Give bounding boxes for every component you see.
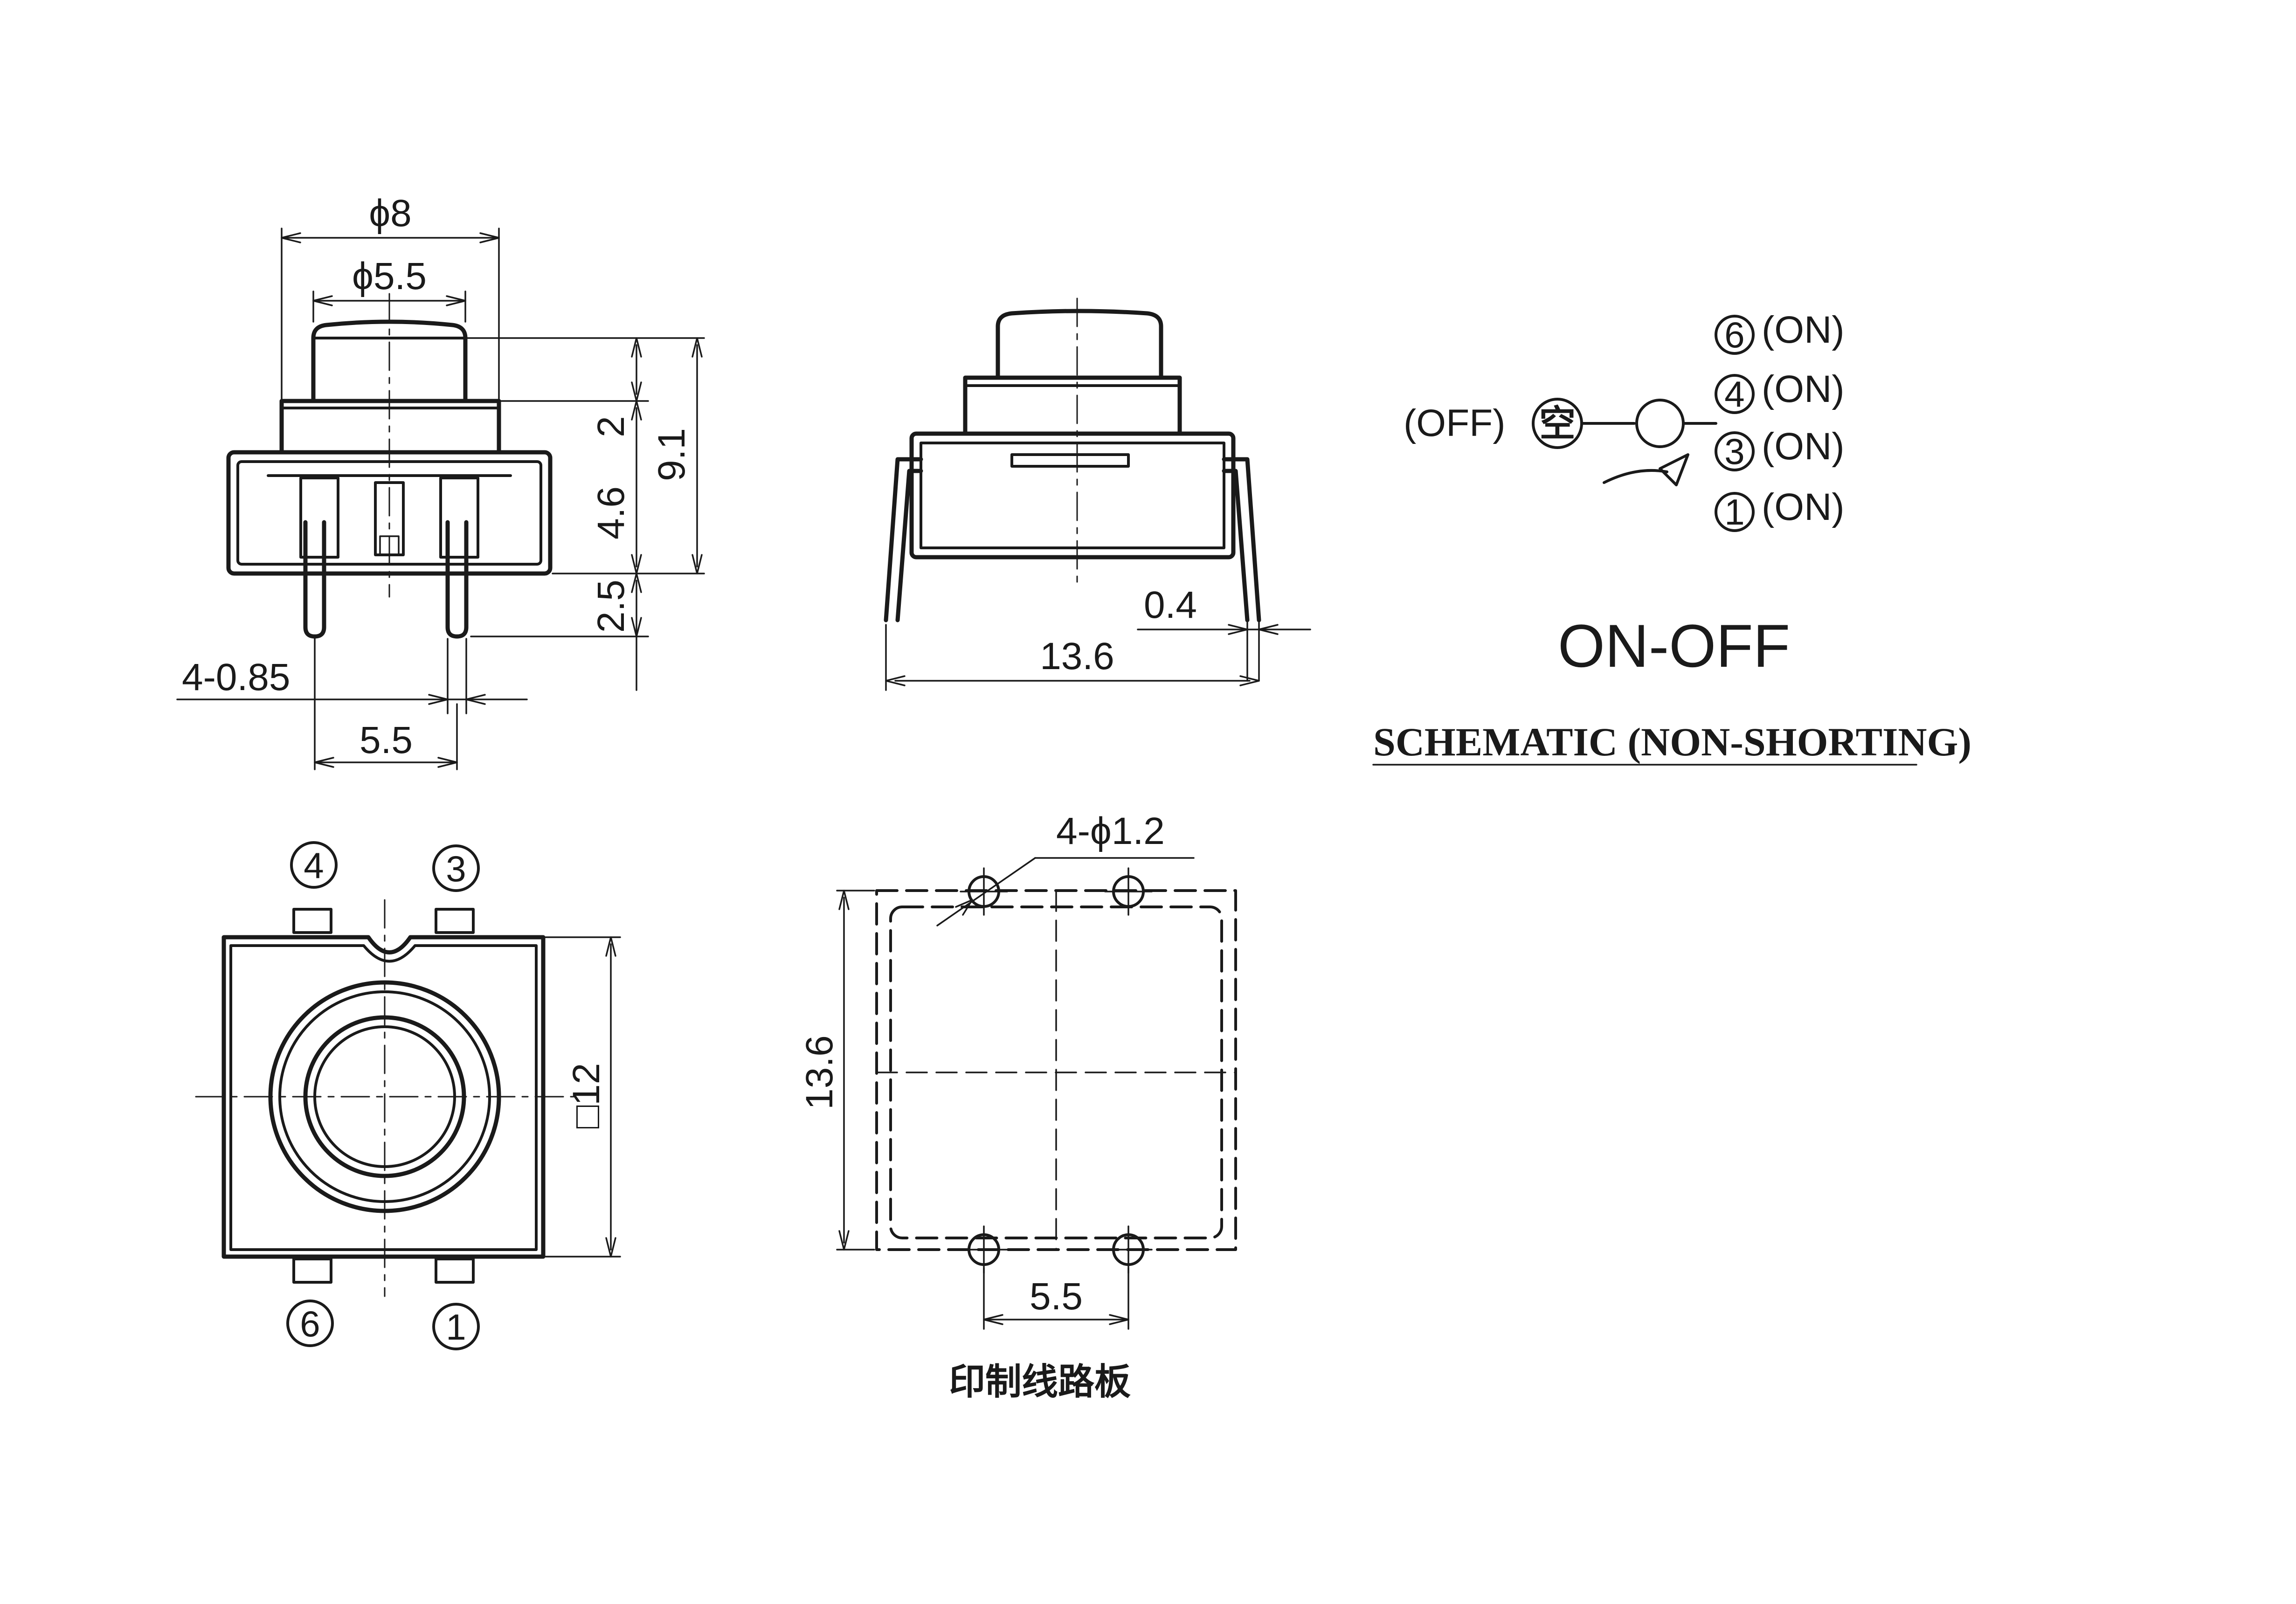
top-body bbox=[221, 935, 546, 1259]
right-pin bbox=[445, 520, 469, 639]
svg-text:3: 3 bbox=[446, 848, 466, 889]
top-pin-6: 6 bbox=[286, 1300, 334, 1347]
top-pin-3: 3 bbox=[432, 844, 480, 892]
front-left-leg bbox=[884, 457, 923, 622]
dim-pcb-13-6: 13.6 bbox=[798, 1035, 841, 1110]
off-label: (OFF) bbox=[1404, 402, 1506, 444]
pcb-hole-bottom-left bbox=[960, 1225, 1008, 1274]
dim-5-5: 5.5 bbox=[360, 719, 413, 761]
dim-phi5-5: ϕ5.5 bbox=[352, 255, 427, 297]
svg-text:3: 3 bbox=[1724, 431, 1744, 472]
svg-text:4: 4 bbox=[1724, 373, 1744, 415]
pcb-view: 4-ϕ1.2 13.6 5.5 印制线路板 bbox=[798, 810, 1237, 1403]
left-pin bbox=[303, 520, 326, 639]
position-3: 3 (ON) bbox=[1715, 425, 1845, 472]
pcb-caption: 印制线路板 bbox=[949, 1361, 1131, 1403]
dim-hole-dia: 4-ϕ1.2 bbox=[1056, 810, 1165, 852]
position-6: 6 (ON) bbox=[1715, 309, 1845, 355]
top-pin-4: 4 bbox=[290, 841, 338, 889]
front-housing bbox=[909, 431, 1236, 560]
dim-phi8: ϕ8 bbox=[369, 192, 412, 235]
front-view: 0.4 13.6 bbox=[884, 297, 1311, 691]
mode-label: ON-OFF bbox=[1558, 612, 1790, 680]
common-contact bbox=[1635, 399, 1685, 448]
pcb-hole-bottom-right bbox=[1104, 1225, 1153, 1274]
side-view: ϕ8 ϕ5.5 2 4.6 2.5 9.1 4-0.85 bbox=[176, 192, 705, 770]
top-view: 4 3 6 1 □12 bbox=[195, 841, 621, 1350]
position-4: 4 (ON) bbox=[1715, 368, 1845, 415]
dim-13-6: 13.6 bbox=[1040, 635, 1114, 678]
schematic: (OFF) 空 6 (ON) 4 (ON) 3 (ON) 1 (ON) ON-O… bbox=[1372, 309, 1971, 766]
dim-0-4: 0.4 bbox=[1144, 584, 1197, 626]
front-button-cap bbox=[996, 309, 1163, 380]
svg-text:6: 6 bbox=[300, 1303, 320, 1344]
dim-square-12: □12 bbox=[565, 1063, 608, 1129]
front-right-leg bbox=[1222, 457, 1261, 622]
pcb-hole-top-left bbox=[960, 867, 1008, 916]
svg-text:6: 6 bbox=[1724, 314, 1744, 355]
dim-2-5: 2.5 bbox=[590, 580, 632, 633]
svg-text:(ON): (ON) bbox=[1762, 425, 1845, 468]
dim-pin-width: 4-0.85 bbox=[182, 656, 290, 698]
kong-char: 空 bbox=[1539, 403, 1576, 445]
svg-text:(ON): (ON) bbox=[1762, 368, 1845, 410]
svg-text:1: 1 bbox=[1724, 491, 1744, 532]
schematic-caption: SCHEMATIC (NON-SHORTING) bbox=[1373, 719, 1971, 764]
dim-pcb-5-5: 5.5 bbox=[1030, 1275, 1083, 1318]
pcb-hole-top-right bbox=[1104, 867, 1153, 916]
svg-text:4: 4 bbox=[304, 845, 324, 886]
dim-4-6: 4.6 bbox=[590, 486, 632, 539]
top-pin-1: 1 bbox=[432, 1303, 480, 1350]
svg-text:(ON): (ON) bbox=[1762, 486, 1845, 528]
position-1: 1 (ON) bbox=[1715, 486, 1845, 532]
svg-text:1: 1 bbox=[446, 1307, 466, 1348]
svg-text:(ON): (ON) bbox=[1762, 309, 1845, 351]
dim-2: 2 bbox=[590, 416, 632, 437]
dim-9-1: 9.1 bbox=[650, 428, 693, 481]
